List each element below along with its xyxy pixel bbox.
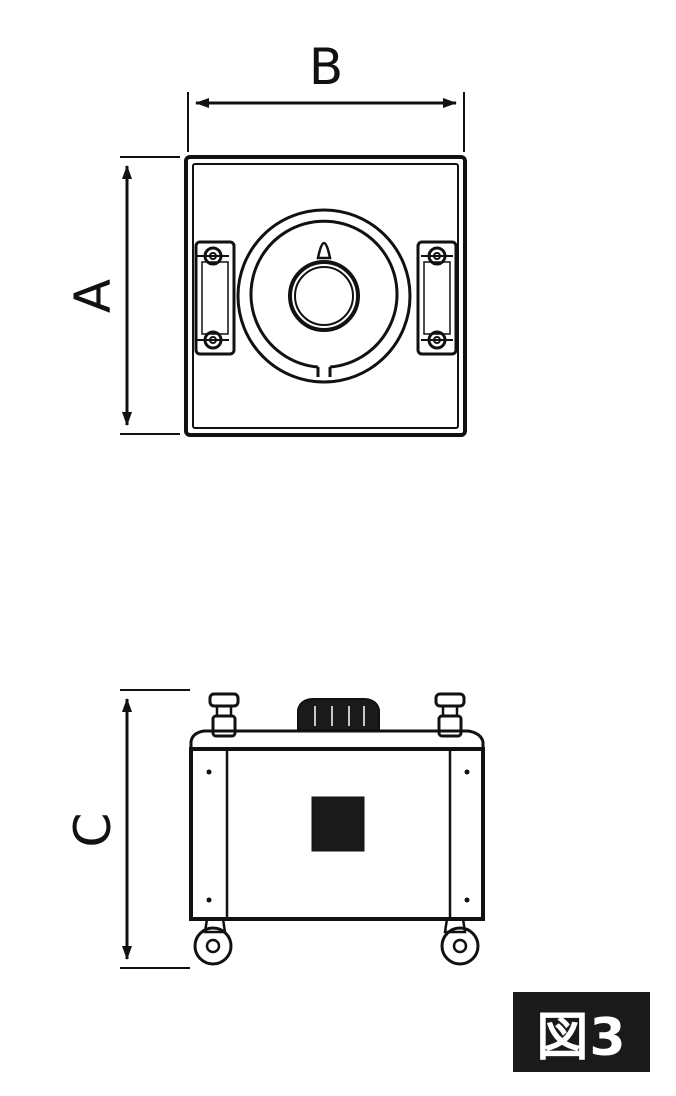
side-right-clamp-screw — [434, 692, 466, 738]
dimension-c-label: C — [64, 813, 122, 848]
housing-outline — [184, 155, 467, 437]
dimension-a-label: A — [64, 279, 122, 313]
figure-label: 図3 — [513, 992, 650, 1072]
side-lid — [189, 729, 485, 751]
side-top-knob — [297, 698, 380, 731]
side-view: C — [64, 689, 485, 969]
right-clamp-bracket — [416, 240, 458, 356]
right-caster-wheel — [440, 918, 480, 966]
dial — [236, 208, 412, 384]
side-left-clamp-screw — [208, 692, 240, 738]
dimension-b-label: B — [309, 38, 343, 96]
side-control-panel — [311, 796, 365, 852]
dial-pointer — [316, 241, 332, 260]
top-view: B A — [64, 38, 467, 437]
left-clamp-bracket — [194, 240, 236, 356]
dimension-b: B — [187, 38, 465, 152]
dimension-a: A — [64, 156, 180, 435]
dimension-c: C — [64, 689, 190, 969]
side-rivets — [206, 769, 470, 903]
left-caster-wheel — [193, 918, 233, 966]
